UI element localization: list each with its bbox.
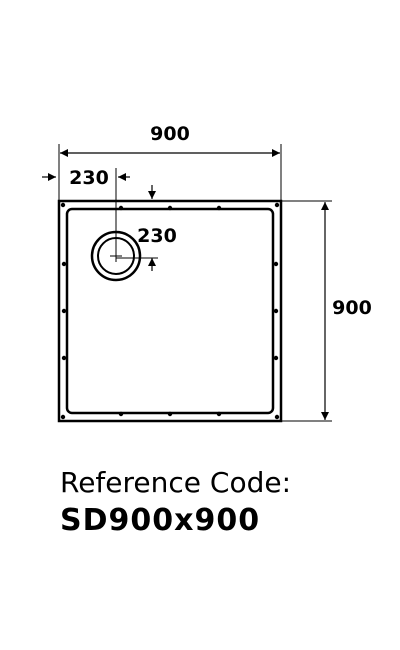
fixing-hole xyxy=(61,261,67,267)
fixing-hole xyxy=(167,411,173,417)
fixing-hole xyxy=(273,261,279,267)
fixing-hole xyxy=(216,411,222,417)
fixing-hole xyxy=(61,308,67,314)
height-label: 900 xyxy=(332,297,372,319)
fixing-hole xyxy=(60,414,66,420)
waste-offset-x-label: 230 xyxy=(69,167,109,189)
waste-offset-y-dimension: 230 xyxy=(116,185,177,271)
fixing-hole xyxy=(274,202,280,208)
tray-outer-edge xyxy=(57,199,283,423)
fixing-hole xyxy=(60,202,66,208)
fixing-hole xyxy=(118,411,124,417)
fixing-hole xyxy=(118,205,124,211)
waste-offset-y-label: 230 xyxy=(137,225,177,247)
fixing-hole xyxy=(61,355,67,361)
fixing-holes xyxy=(60,202,280,420)
fixing-hole xyxy=(167,205,173,211)
reference-code: SD900x900 xyxy=(60,503,261,538)
shower-tray-technical-drawing: 900 900 230 230 xyxy=(42,123,372,423)
height-dimension: 900 xyxy=(282,200,372,422)
reference-label: Reference Code: xyxy=(60,466,292,499)
fixing-hole xyxy=(273,355,279,361)
fixing-hole xyxy=(274,414,280,420)
fixing-hole xyxy=(273,308,279,314)
waste-offset-x-dimension: 230 xyxy=(42,167,130,262)
width-label: 900 xyxy=(150,123,190,145)
width-dimension: 900 xyxy=(58,123,282,200)
fixing-hole xyxy=(216,205,222,211)
